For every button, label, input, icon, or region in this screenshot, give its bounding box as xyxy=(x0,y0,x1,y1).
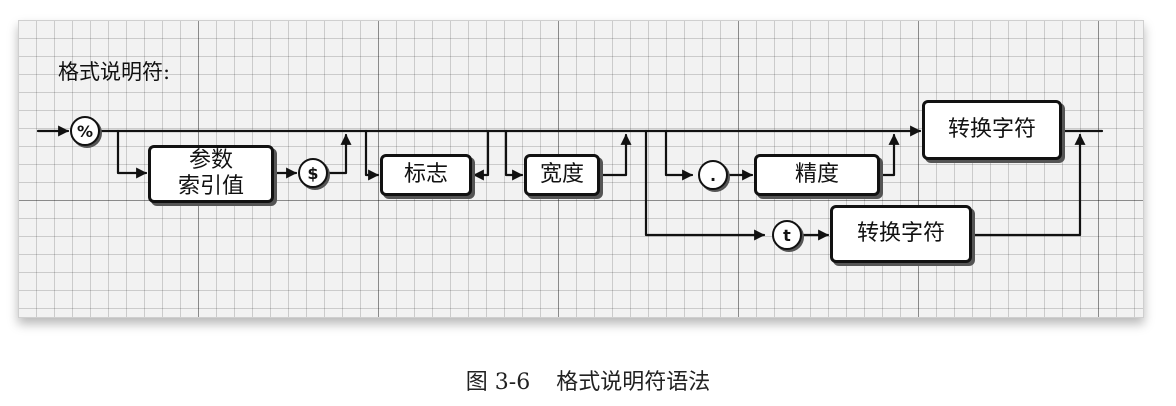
diagram-label: 格式说明符: xyxy=(58,60,171,84)
time-return xyxy=(972,133,1086,237)
flags-loop-back xyxy=(472,129,490,181)
figure-number: 图 3-6 xyxy=(465,370,531,395)
figure-caption: 图 3-6 格式说明符语法 xyxy=(0,364,1176,396)
dot-node: . xyxy=(698,160,728,190)
width-box: 宽度 xyxy=(524,154,600,196)
figure-title: 格式说明符语法 xyxy=(556,370,711,395)
width-branch xyxy=(504,129,524,181)
arg-index-box: 参数 索引值 xyxy=(148,145,274,203)
precision-box: 精度 xyxy=(754,154,880,196)
arg-index-line-2: 索引值 xyxy=(177,174,244,199)
arg-index-line-1: 参数 xyxy=(188,148,233,173)
flags-loop-in xyxy=(364,129,380,181)
t-node: t xyxy=(772,220,802,250)
precision-return xyxy=(880,133,900,177)
conversion-box: 转换字符 xyxy=(922,100,1062,160)
precision-branch xyxy=(664,129,694,181)
time-branch xyxy=(644,129,766,241)
percent-node: % xyxy=(70,116,100,146)
width-return xyxy=(600,133,632,177)
time-conversion-box: 转换字符 xyxy=(830,205,972,263)
flags-box: 标志 xyxy=(380,154,472,196)
arg-index-branch xyxy=(116,129,148,179)
dollar-node: $ xyxy=(298,158,328,188)
dollar-return xyxy=(326,133,352,175)
